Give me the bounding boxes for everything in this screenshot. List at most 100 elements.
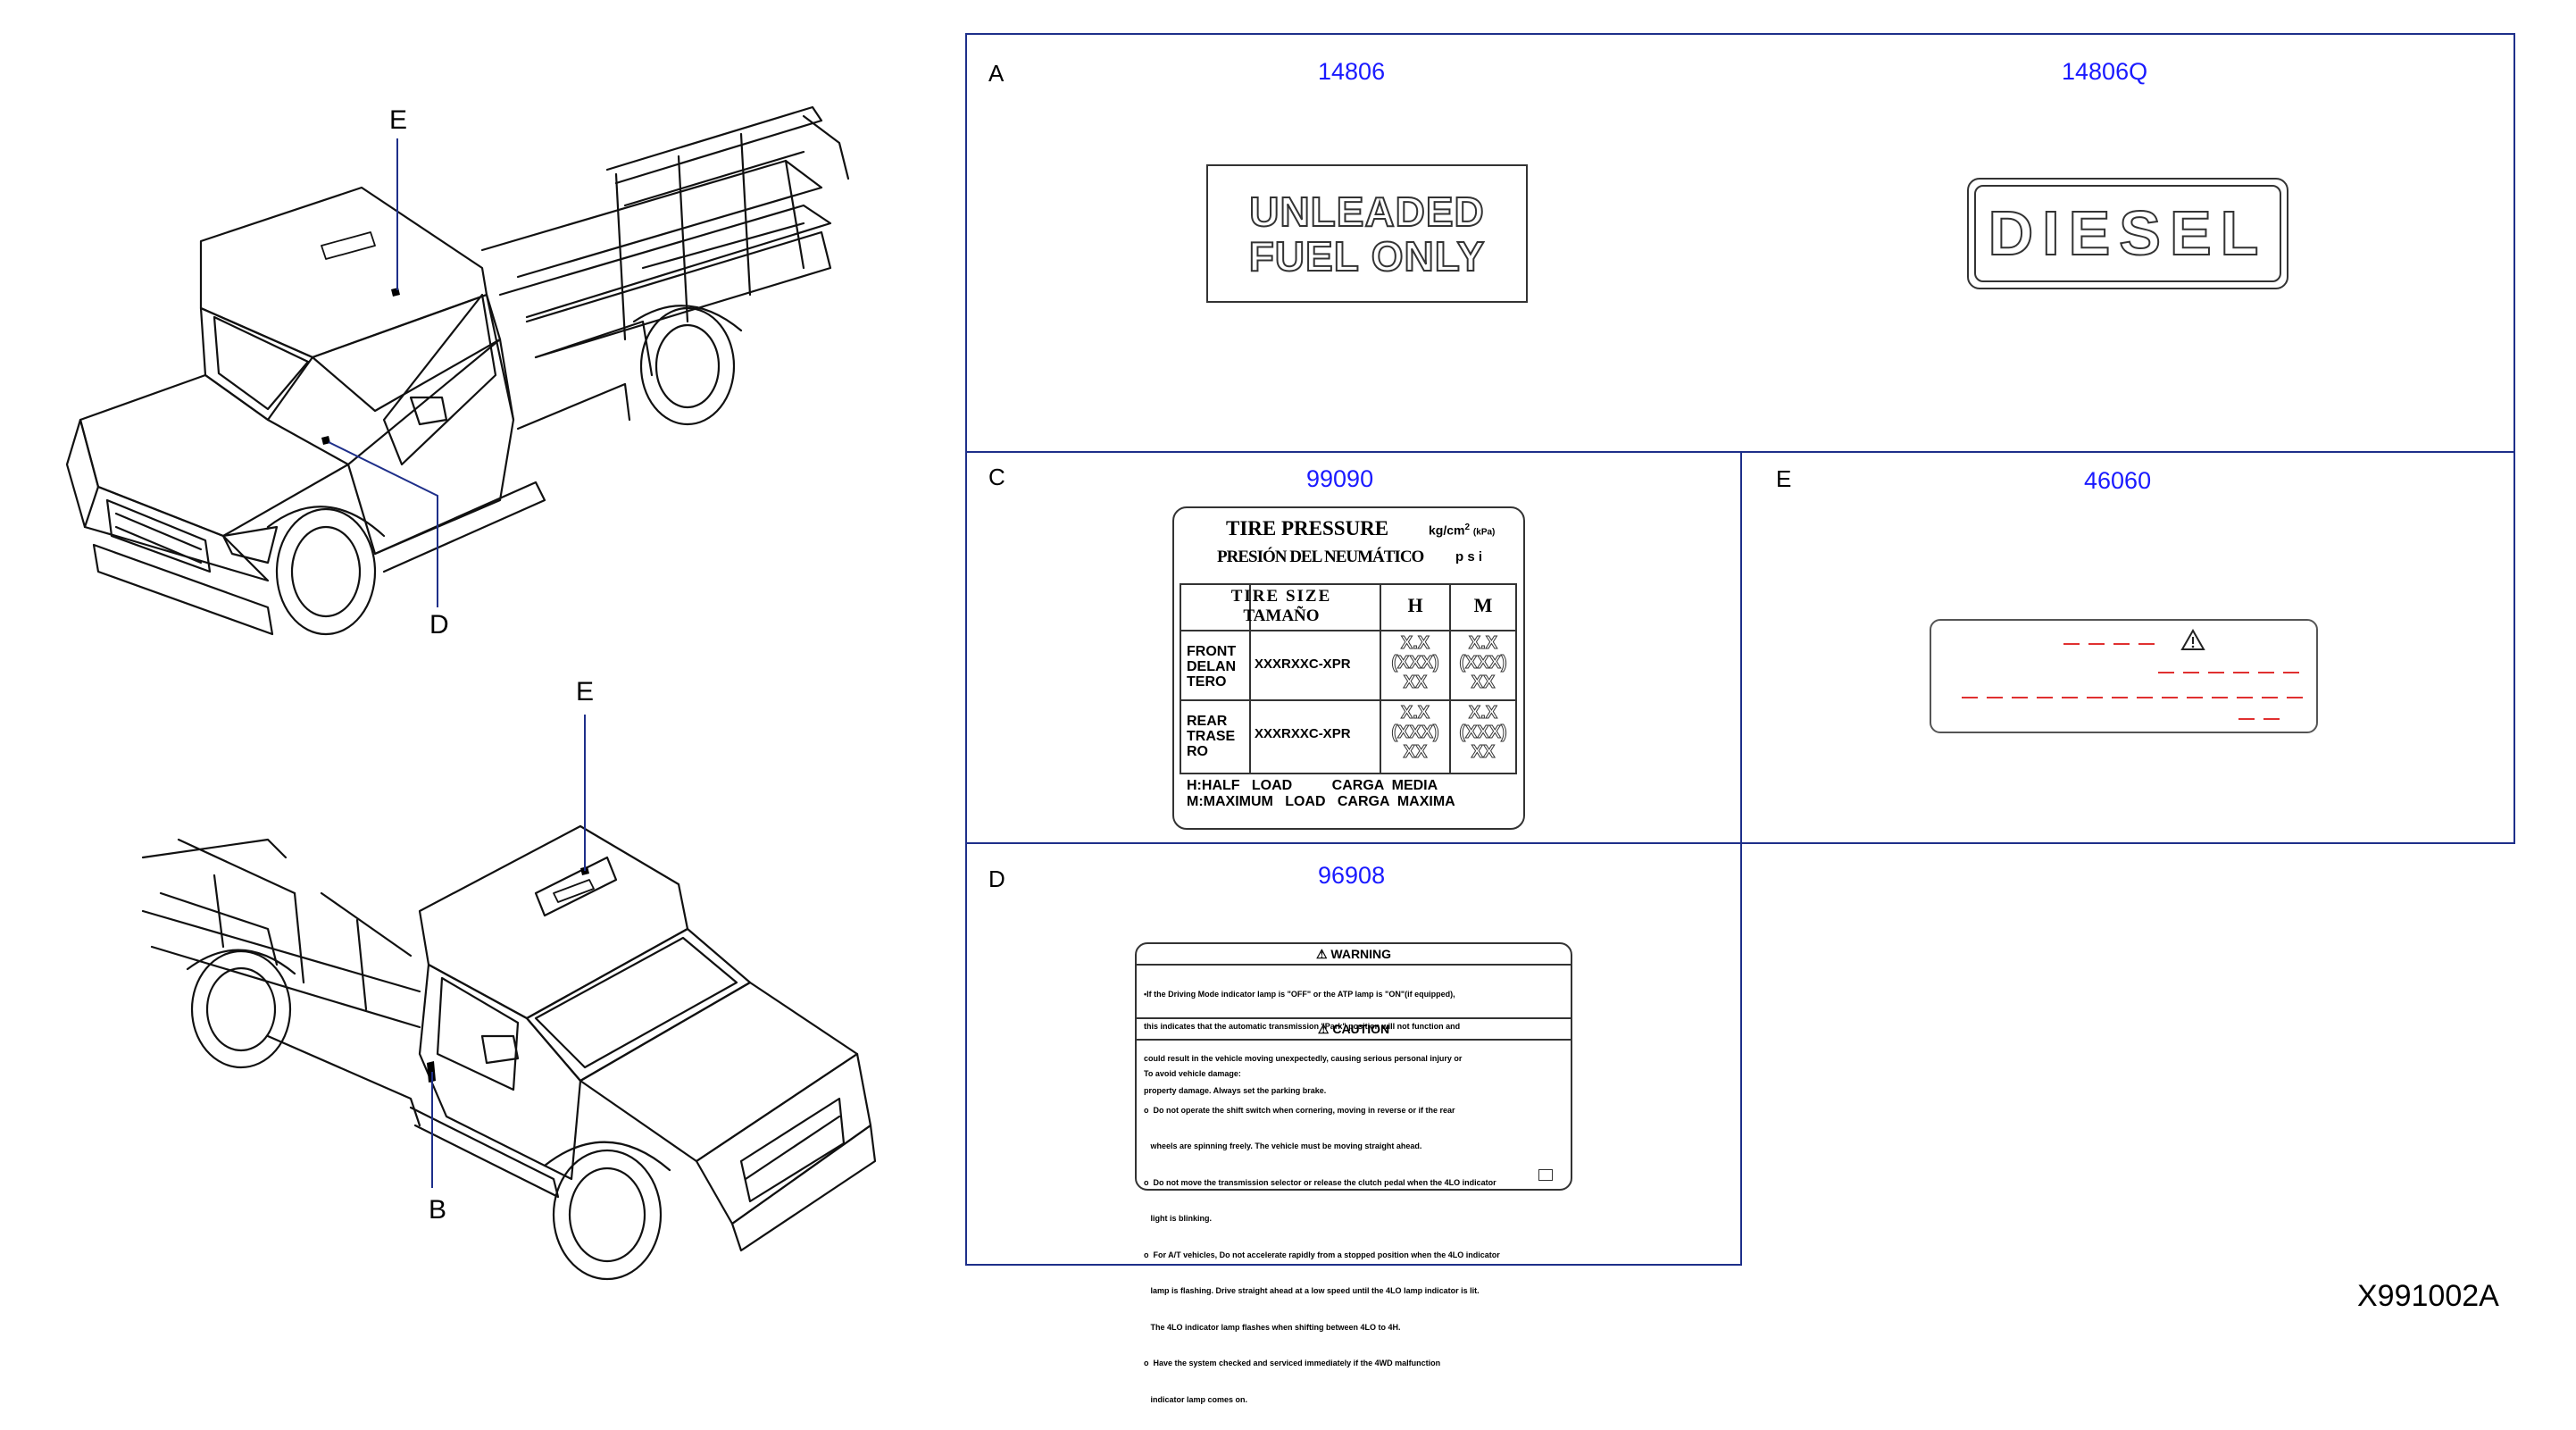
value: XX	[1403, 673, 1428, 693]
panel-letter: D	[988, 866, 1005, 892]
caution-title: CAUTION	[1332, 1022, 1390, 1036]
warning-triangle-icon	[2180, 628, 2205, 650]
warning-line: •If the Driving Mode indicator lamp is "…	[1144, 990, 1455, 999]
label-subtitle: PRESIÓN DEL NEUMÁTICO	[1217, 548, 1424, 566]
panel-c: C 99090 TIRE PRESSURE kg/cm2 (kPa) PRESI…	[965, 451, 1742, 844]
caution-header: ⚠ CAUTION	[1137, 1017, 1571, 1041]
label-placeholder-lines	[1962, 628, 2305, 720]
tire-pressure-label: TIRE PRESSURE kg/cm2 (kPa) PRESIÓN DEL N…	[1172, 506, 1525, 830]
unit-label: kg/cm2 (kPa)	[1429, 523, 1495, 538]
size-header: TIRE SIZE TAMAÑO	[1190, 587, 1372, 626]
callout-bottom-e: E	[576, 677, 595, 707]
tire-table: TIRE SIZE TAMAÑO H M FRONT DELAN TERO XX…	[1180, 583, 1517, 774]
unleaded-fuel-label: UNLEADED FUEL ONLY	[1206, 164, 1528, 303]
document-id: X991002A	[2357, 1279, 2499, 1313]
row-name: REAR TRASE RO	[1187, 714, 1235, 759]
row-name-3: RO	[1187, 744, 1208, 759]
unit-kpa: (kPa)	[1472, 527, 1496, 538]
callout-bottom-b: B	[429, 1195, 447, 1225]
row-h-value: X.X (XXX) XX	[1381, 703, 1449, 763]
divider	[1449, 585, 1451, 773]
row-size: XXXRXXC-XPR	[1255, 656, 1351, 672]
caution-line: o Do not move the transmission selector …	[1144, 1177, 1496, 1187]
row-name-1: REAR	[1187, 714, 1228, 729]
row-name-1: FRONT	[1187, 644, 1237, 659]
warning-header: ⚠ WARNING	[1137, 944, 1571, 966]
label-text: DIESEL	[1988, 197, 2268, 269]
value: (XXX)	[1391, 723, 1439, 743]
value: X.X	[1468, 633, 1498, 654]
caution-line: To avoid vehicle damage:	[1144, 1069, 1241, 1078]
label-title: TIRE PRESSURE	[1226, 517, 1389, 539]
caution-line: wheels are spinning freely. The vehicle …	[1144, 1141, 1422, 1150]
caution-line: o Do not operate the shift switch when c…	[1144, 1105, 1455, 1115]
footer-line-1: H:HALF LOAD CARGA MEDIA	[1187, 778, 1438, 793]
panel-a: A 14806 14806Q UNLEADED FUEL ONLY DIESEL	[965, 33, 2515, 453]
unit-sup: 2	[1464, 523, 1471, 532]
caution-label-blank	[1930, 619, 2318, 733]
panel-letter: E	[1776, 465, 1792, 492]
caution-line: o For A/T vehicles, Do not accelerate ra…	[1144, 1250, 1500, 1259]
warning-title: WARNING	[1330, 947, 1392, 961]
caution-line: o Have the system checked and serviced i…	[1144, 1359, 1441, 1367]
col-h-header: H	[1407, 594, 1423, 616]
row-h-value: X.X (XXX) XX	[1381, 633, 1449, 693]
caution-line: lamp is flashing. Drive straight ahead a…	[1144, 1286, 1480, 1295]
warning-line: could result in the vehicle moving unexp…	[1144, 1054, 1463, 1063]
part-number: 46060	[2084, 467, 2152, 494]
divider	[1249, 585, 1251, 773]
size-es: TAMAÑO	[1243, 606, 1320, 625]
caution-line: light is blinking.	[1144, 1214, 1213, 1223]
value: X.X	[1400, 703, 1430, 723]
footer-line-2: M:MAXIMUM LOAD CARGA MAXIMA	[1187, 794, 1455, 809]
value: (XXX)	[1459, 723, 1507, 743]
panel-letter: C	[988, 464, 1005, 490]
value: XX	[1403, 742, 1428, 763]
part-number: 96908	[1318, 862, 1386, 889]
panel-d: D 96908 ⚠ WARNING •If the Driving Mode i…	[965, 842, 1742, 1404]
label-inner-border: DIESEL	[1974, 185, 2281, 282]
caution-line: indicator lamp comes on.	[1144, 1394, 1248, 1404]
caution-body: To avoid vehicle damage: o Do not operat…	[1144, 1044, 1563, 1430]
warning-caution-label: ⚠ WARNING •If the Driving Mode indicator…	[1135, 942, 1572, 1404]
row-name-2: TRASE	[1187, 729, 1236, 744]
panel-e: E 46060	[1740, 451, 2515, 844]
row-m-value: X.X (XXX) XX	[1451, 703, 1515, 763]
callout-top-e: E	[389, 105, 408, 135]
divider	[1181, 630, 1515, 631]
row-name-2: DELAN	[1187, 659, 1237, 674]
warning-line: this indicates that the automatic transm…	[1144, 1022, 1461, 1031]
row-size: XXXRXXC-XPR	[1255, 726, 1351, 741]
row-m-value: X.X (XXX) XX	[1451, 633, 1515, 693]
vehicle-illustrations	[65, 105, 877, 1281]
label-text: UNLEADED	[1248, 188, 1485, 235]
col-m-header: M	[1473, 594, 1493, 616]
top-truck-body	[65, 105, 850, 636]
unit-psi: p s i	[1455, 549, 1483, 564]
value: X.X	[1468, 703, 1498, 723]
caution-line: The 4LO indicator lamp flashes when shif…	[1144, 1322, 1401, 1332]
callout-top-d: D	[429, 610, 449, 640]
value: (XXX)	[1391, 653, 1439, 673]
row-name: FRONT DELAN TERO	[1187, 644, 1236, 690]
bottom-truck-body	[141, 824, 877, 1281]
part-number: 14806	[1318, 58, 1386, 85]
warning-line: property damage. Always set the parking …	[1144, 1086, 1327, 1095]
value: XX	[1471, 673, 1496, 693]
unit-text: kg/cm	[1429, 523, 1465, 538]
caution-triangle-icon: ⚠	[1317, 1022, 1330, 1036]
part-number: 14806Q	[2062, 58, 2148, 85]
value: X.X	[1400, 633, 1430, 654]
warning-body: •If the Driving Mode indicator lamp is "…	[1144, 967, 1563, 1117]
warning-triangle-icon: ⚠	[1315, 947, 1328, 961]
value: (XXX)	[1459, 653, 1507, 673]
panel-letter: A	[988, 60, 1005, 87]
label-text: FUEL ONLY	[1248, 233, 1486, 280]
row-name-3: TERO	[1187, 674, 1227, 690]
divider	[1181, 699, 1515, 701]
small-mark-icon	[1538, 1169, 1553, 1181]
size-en: TIRE SIZE	[1230, 587, 1332, 606]
value: XX	[1471, 742, 1496, 763]
diesel-label: DIESEL	[1967, 178, 2288, 289]
divider	[1380, 585, 1381, 773]
